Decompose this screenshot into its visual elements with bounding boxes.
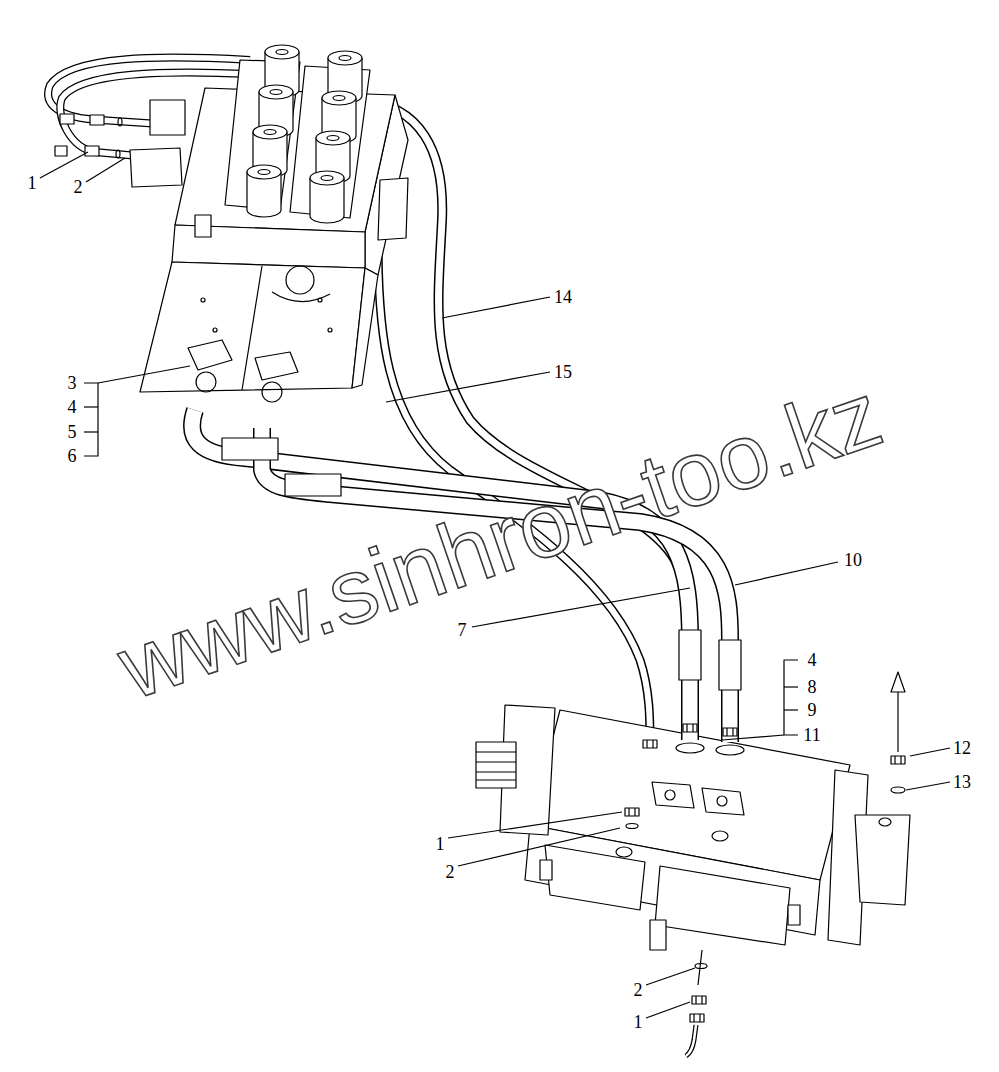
callout-number: 13 <box>952 773 972 791</box>
line-art <box>40 45 950 1056</box>
callout-number: 11 <box>802 726 821 744</box>
callout-number: 1 <box>27 174 38 192</box>
callout-number: 4 <box>67 398 78 416</box>
callout-number: 5 <box>67 423 78 441</box>
callout-number: 2 <box>73 178 84 196</box>
callout-number: 7 <box>457 621 468 639</box>
callout-number: 1 <box>633 1013 644 1031</box>
callout-number: 6 <box>67 447 78 465</box>
callout-number: 2 <box>445 863 456 881</box>
callout-number: 15 <box>553 363 573 381</box>
callout-number: 4 <box>807 651 818 669</box>
callout-number: 10 <box>843 551 863 569</box>
callout-number: 2 <box>633 981 644 999</box>
callout-number: 8 <box>807 678 818 696</box>
callout-number: 12 <box>952 739 972 757</box>
callout-number: 1 <box>435 835 446 853</box>
callout-number: 14 <box>553 288 573 306</box>
callout-number: 3 <box>67 374 78 392</box>
watermark: www.sinhron-too.kz <box>108 367 892 714</box>
callout-number: 9 <box>807 701 818 719</box>
